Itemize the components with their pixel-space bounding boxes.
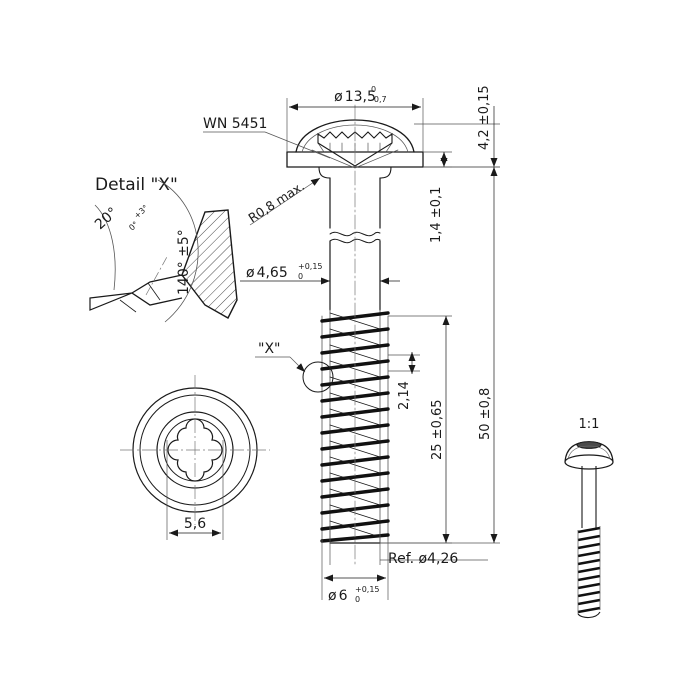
screw-shank xyxy=(329,177,381,311)
dim-flange-thickness xyxy=(423,151,452,168)
dim-thread-pitch-value: 2,14 xyxy=(397,381,412,410)
standard-label-leader xyxy=(203,131,331,159)
dim-thread-length-value: 25 ±0,65 xyxy=(430,399,445,460)
scale-label: 1:1 xyxy=(579,417,600,432)
dim-thread-diameter xyxy=(321,540,389,600)
dim-flange-thickness-value: 1,4 ±0,1 xyxy=(429,187,444,243)
dim-head-diameter xyxy=(286,98,424,152)
end-view-torx xyxy=(120,375,270,525)
dim-core-diameter-ref xyxy=(329,525,488,565)
dim-thread-diameter-tol-lower: 0 xyxy=(355,595,360,604)
dim-thread-pitch xyxy=(388,352,420,374)
detail-angle-flank-tol-lower: 0° xyxy=(127,220,140,233)
dim-drive-size-value: 5,6 xyxy=(184,516,206,532)
dim-shank-diameter-tol-upper: +0,15 xyxy=(298,262,323,271)
dim-total-length xyxy=(380,166,500,544)
detail-x-profile xyxy=(89,179,238,323)
dim-thread-diameter-tol-upper: +0,15 xyxy=(355,585,380,594)
dim-head-diameter-tol-lower: -0,7 xyxy=(371,95,387,104)
detail-callout-label: "X" xyxy=(258,341,280,357)
dim-shank-diameter-tol-lower: 0 xyxy=(298,272,303,281)
detail-callout-leader xyxy=(255,356,306,373)
pictorial-screw-view xyxy=(564,441,614,619)
dim-core-diameter-ref-value: Ref. ø4,26 xyxy=(388,551,458,567)
radius-leader xyxy=(249,177,321,226)
detail-angle-flank-tol-upper: +3° xyxy=(132,203,150,220)
detail-angle-included-value: 140° ±5° xyxy=(176,229,192,295)
dim-total-length-value: 50 ±0,8 xyxy=(478,388,493,440)
dim-head-height-value: 4,2 ±0,15 xyxy=(477,85,492,150)
detail-title: Detail "X" xyxy=(95,175,178,195)
dim-drive-size xyxy=(166,440,224,540)
screw-thread xyxy=(302,309,390,544)
dim-head-diameter-tol-upper: 0 xyxy=(371,85,376,94)
radius-note: R0,8 max. xyxy=(245,178,307,225)
standard-label: WN 5451 xyxy=(203,116,267,132)
detail-angle-flank-value: 20° xyxy=(92,204,121,233)
